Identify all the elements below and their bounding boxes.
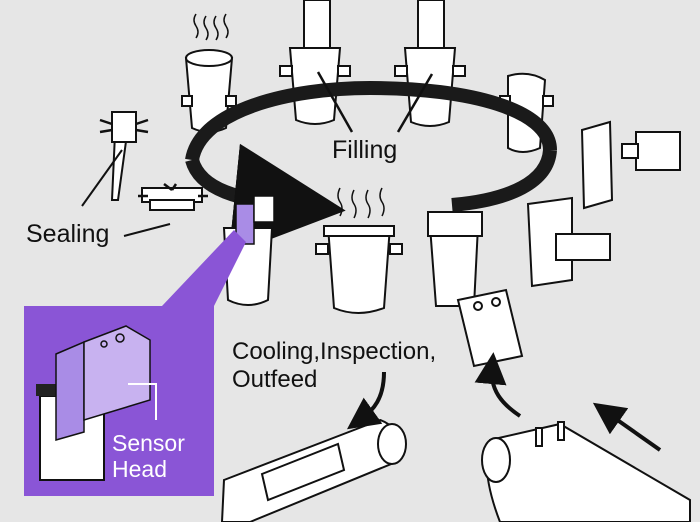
filling-nozzles [303, 0, 445, 49]
filling-leaders [316, 71, 434, 133]
cooling-label-line2: Outfeed [232, 366, 318, 393]
sealing-leader-2 [123, 223, 171, 237]
sensor-head-label: Sensor Head [112, 430, 185, 482]
sensor-callout [24, 230, 246, 496]
outfeed-conveyor [220, 418, 407, 522]
sensor-label-line2: Head [112, 456, 167, 482]
infeed-card [456, 288, 524, 368]
steam-lines-center [337, 187, 385, 219]
filling-label: Filling [332, 136, 398, 164]
sealing-tools [99, 111, 208, 211]
sensor-label-line1: Sensor [112, 430, 185, 456]
infeed-conveyor [481, 421, 691, 522]
cooling-label-line1: Cooling,Inspection, [232, 338, 437, 365]
carousel-bags-front [222, 120, 681, 314]
cooling-inspection-outfeed-label: Cooling,Inspection, Outfeed [232, 338, 436, 394]
sensor-head-small [235, 195, 275, 245]
carousel-bags-back [181, 47, 554, 153]
steam-lines [193, 13, 229, 41]
flow-arrows [346, 352, 662, 452]
sealing-leader-1 [81, 149, 123, 207]
sealing-label: Sealing [26, 220, 110, 248]
